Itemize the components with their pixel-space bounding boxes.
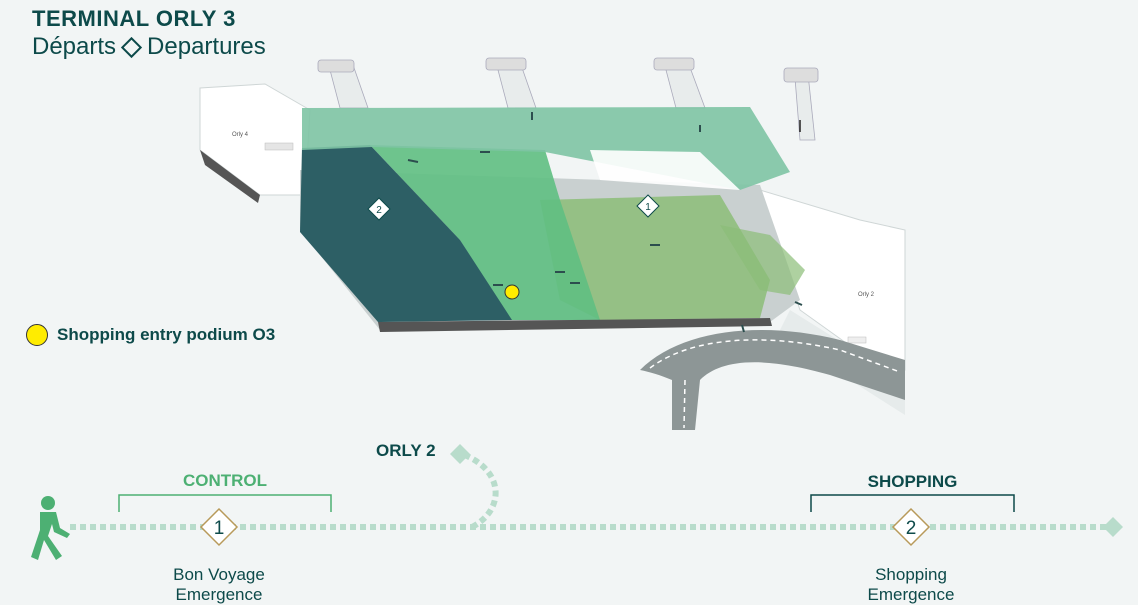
page-subtitle: Départs Departures xyxy=(32,33,266,61)
orly2-branch-diamond-icon xyxy=(450,444,470,464)
map-marker-2[interactable]: 2 xyxy=(367,197,391,221)
zone-olive xyxy=(540,195,770,320)
legend: Shopping entry podium O3 xyxy=(26,324,275,346)
control-bracket xyxy=(118,494,332,512)
shopping-label: SHOPPING xyxy=(867,472,958,491)
step-2-caption: Shopping Emergence xyxy=(811,565,1011,605)
step-1-marker: 1 xyxy=(199,507,239,547)
zone-dark-teal xyxy=(300,145,512,322)
svg-text:2: 2 xyxy=(906,518,917,539)
orly4-building: Orly 4 xyxy=(199,83,311,203)
step-1-line1: Bon Voyage xyxy=(173,565,265,584)
map-marker-1[interactable]: 1 xyxy=(636,194,660,218)
jet-bridges xyxy=(317,57,819,141)
shopping-entry-dot[interactable] xyxy=(504,284,520,300)
walking-person-icon xyxy=(31,496,70,560)
svg-text:2: 2 xyxy=(376,205,382,216)
subtitle-english: Departures xyxy=(147,33,266,60)
shopping-bracket xyxy=(810,494,1015,512)
route-end-diamond-icon xyxy=(1103,517,1123,537)
svg-text:1: 1 xyxy=(645,202,651,213)
step-1-line2: Emergence xyxy=(175,585,263,604)
shopping-entry-legend-icon xyxy=(26,324,48,346)
legend-label: Shopping entry podium O3 xyxy=(57,325,276,344)
step-2-line1: Shopping xyxy=(875,565,947,584)
step-2-marker: 2 xyxy=(891,507,931,547)
route-path xyxy=(70,451,1110,530)
orly2-label: Orly 2 xyxy=(858,292,875,298)
zone-light-green xyxy=(370,145,600,320)
step-2-line2: Emergence xyxy=(867,585,955,604)
step-1-caption: Bon Voyage Emergence xyxy=(119,565,319,605)
subtitle-french: Départs xyxy=(32,33,117,60)
orly2-branch-label: ORLY 2 xyxy=(376,441,436,460)
svg-text:1: 1 xyxy=(214,518,225,539)
road xyxy=(640,330,905,430)
orly4-label: Orly 4 xyxy=(232,132,249,138)
control-label: CONTROL xyxy=(182,471,268,490)
page-title: TERMINAL ORLY 3 xyxy=(32,6,236,31)
